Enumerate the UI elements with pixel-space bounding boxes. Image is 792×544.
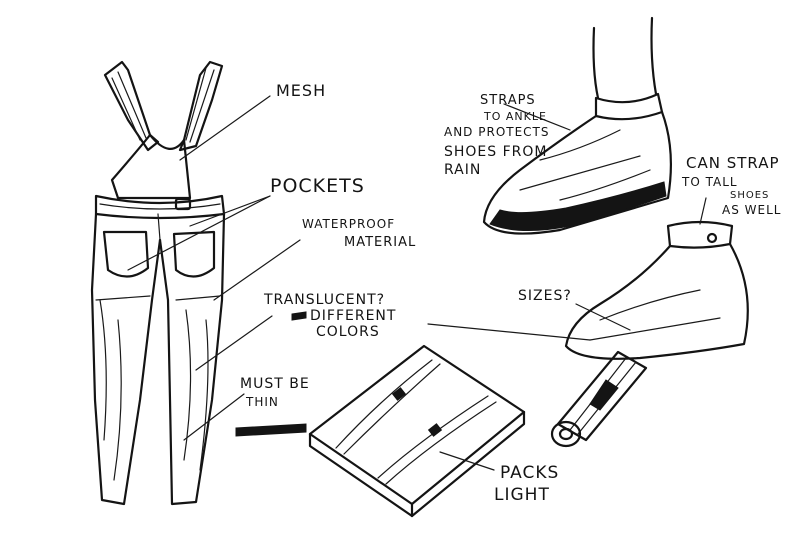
label-packs-line-2: LIGHT: [494, 485, 550, 505]
waterproof-overalls-drawing: [90, 60, 226, 506]
label-sizes: SIZES?: [518, 288, 572, 304]
annotation-labels: MESH POCKETS WATERPROOF MATERIAL TRANSLU…: [240, 81, 781, 505]
folded-pack-drawing: [308, 344, 526, 518]
label-can-strap-line-1: CAN STRAP: [686, 154, 780, 172]
label-translucent-line-3: COLORS: [316, 324, 380, 340]
label-waterproof-line-2: MATERIAL: [344, 235, 416, 250]
label-straps-line-4: SHOES FROM: [444, 144, 548, 160]
label-translucent-line-1: TRANSLUCENT?: [263, 292, 385, 308]
label-must-be-line-2: THIN: [245, 395, 279, 409]
label-mesh: MESH: [276, 81, 326, 100]
label-pockets: POCKETS: [270, 175, 365, 197]
label-can-strap-line-2: TO TALL: [681, 175, 738, 189]
leader-lines: [127, 95, 707, 471]
label-translucent-line-2: DIFFERENT: [310, 308, 396, 324]
label-straps-line-2: TO ANKLE: [483, 110, 547, 123]
label-straps-line-3: AND PROTECTS: [444, 125, 550, 139]
shoe-cover-on-foot-drawing: [482, 16, 672, 235]
label-must-be-line-1: MUST BE: [240, 376, 310, 392]
label-straps-line-5: RAIN: [444, 162, 481, 178]
rolled-cover-drawing: [550, 350, 648, 448]
label-packs-line-1: PACKS: [500, 463, 559, 483]
label-straps-line-1: STRAPS: [480, 93, 536, 108]
label-waterproof-line-1: WATERPROOF: [302, 217, 395, 231]
label-can-strap-line-4: AS WELL: [722, 203, 781, 217]
shoe-cover-standalone-drawing: [564, 220, 749, 360]
label-can-strap-line-3: SHOES: [730, 190, 769, 201]
